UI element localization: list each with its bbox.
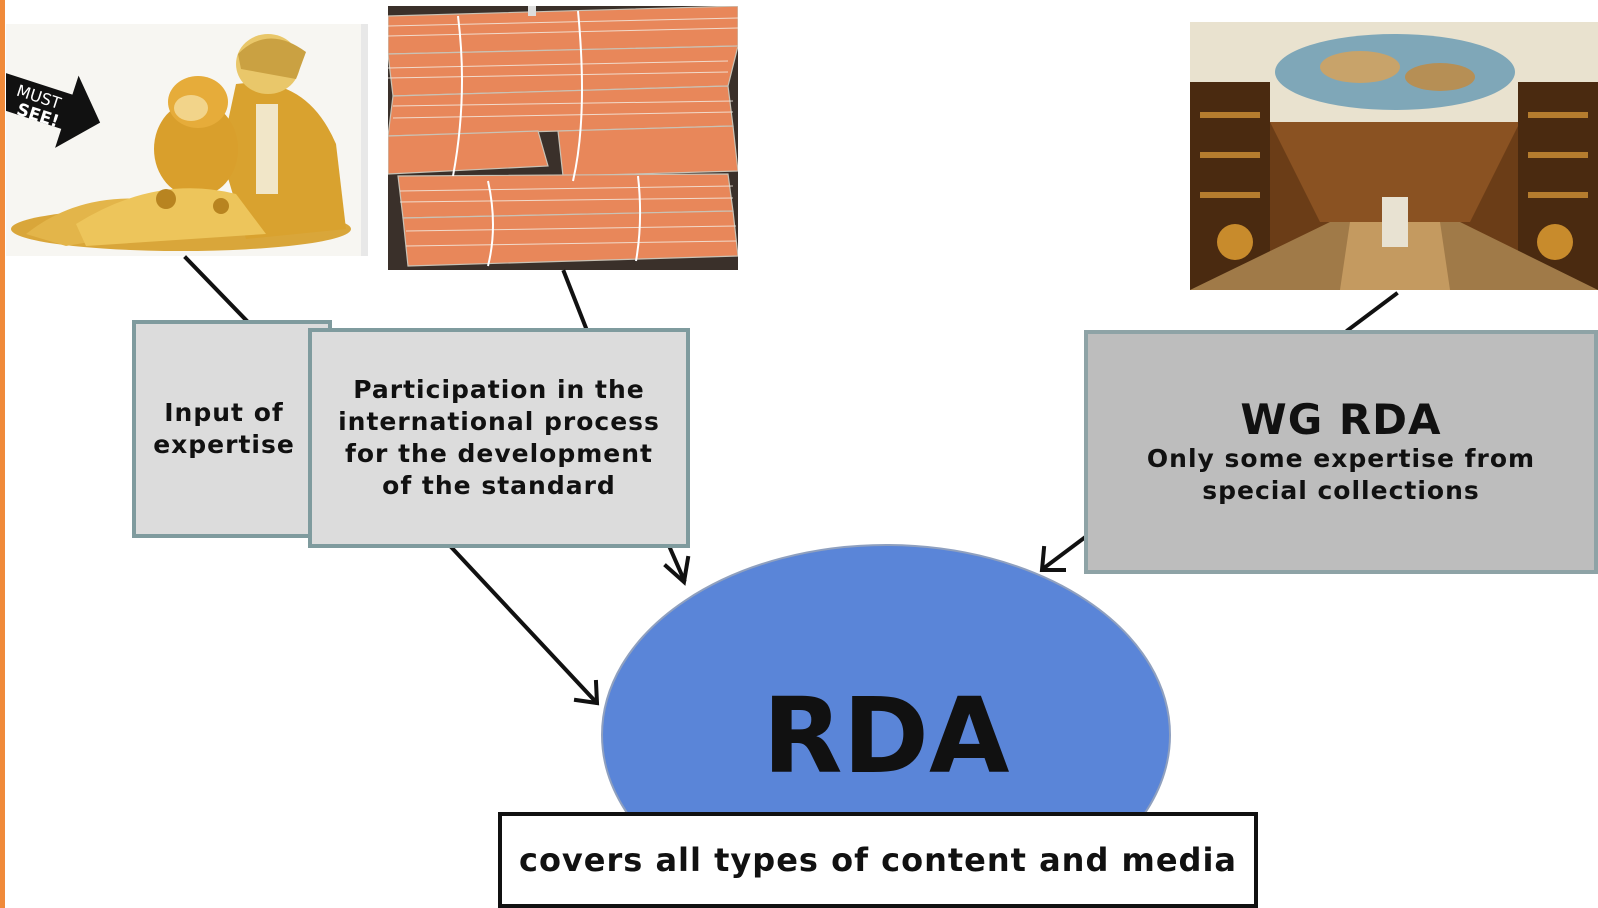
- covers-all-types-text: covers all types of content and media: [518, 841, 1238, 879]
- rda-label: RDA: [763, 675, 1010, 797]
- library-photo: [1190, 22, 1598, 290]
- line-files-to-participation: [561, 269, 589, 331]
- line-library-to-wg: [1345, 291, 1399, 333]
- arrow-input-to-rda: [449, 545, 599, 705]
- rda-ellipse: RDA: [601, 544, 1171, 840]
- participation-box: Participation in the international proce…: [308, 328, 690, 548]
- wg-rda-subtitle: Only some expertise from special collect…: [1146, 444, 1536, 505]
- input-of-expertise-text: Input of expertise: [153, 398, 295, 459]
- sculpture-photo: MUST SEE!: [6, 24, 368, 256]
- slide-accent-bar: [0, 0, 5, 908]
- participation-text: Participation in the international proce…: [338, 375, 660, 500]
- line-sculpture-to-input: [183, 255, 249, 323]
- file-stacks-photo: [388, 6, 738, 270]
- input-of-expertise-box: Input of expertise: [132, 320, 332, 538]
- covers-all-types-box: covers all types of content and media: [498, 812, 1258, 908]
- wg-rda-box: WG RDA Only some expertise from special …: [1084, 330, 1598, 574]
- wg-rda-title: WG RDA: [1240, 395, 1442, 444]
